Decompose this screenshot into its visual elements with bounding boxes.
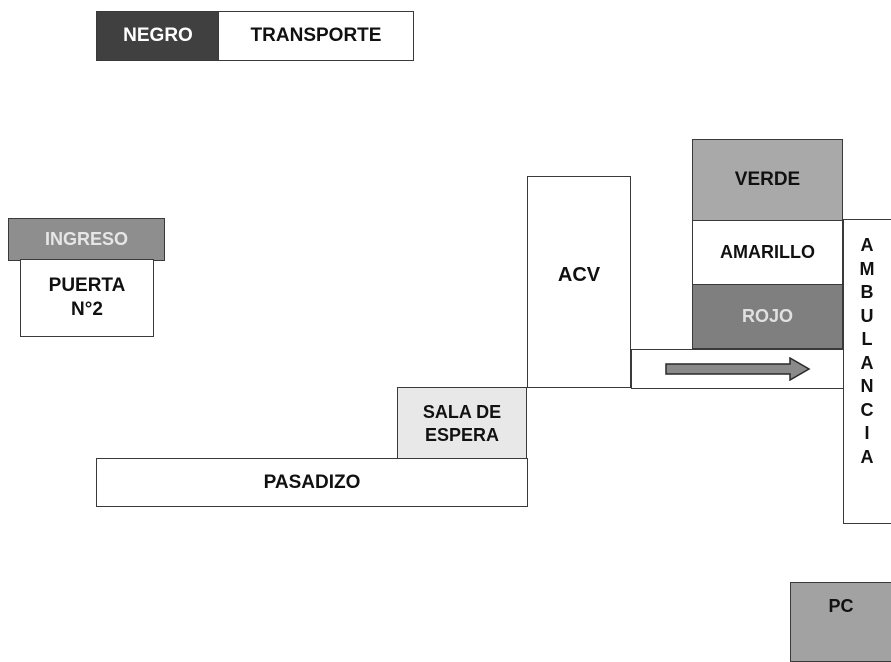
pasadizo-label: PASADIZO — [263, 471, 361, 493]
acv-area: ACV — [527, 176, 631, 388]
puerta-area: PUERTA N°2 — [20, 259, 154, 337]
amarillo-label: AMARILLO — [720, 242, 815, 263]
verde-area: VERDE — [692, 139, 843, 221]
acv-label: ACV — [557, 264, 601, 286]
legend-negro: NEGRO — [96, 11, 220, 61]
pc-area: PC — [790, 582, 891, 662]
ambulancia-letter: A — [860, 235, 874, 255]
ambulancia-area: A M B U L A N C I A — [843, 219, 891, 524]
ambulancia-letter: B — [860, 282, 874, 302]
ambulancia-letter: M — [859, 258, 875, 279]
ingreso-label: INGRESO — [44, 229, 128, 250]
right-arrow-icon — [665, 357, 811, 381]
rojo-label: ROJO — [741, 306, 793, 327]
pasadizo-area: PASADIZO — [96, 458, 528, 507]
ambulancia-letter: A — [860, 352, 874, 373]
legend-transporte-label: TRANSPORTE — [250, 25, 382, 47]
pc-label: PC — [828, 596, 854, 616]
ambulancia-letter: N — [860, 376, 874, 396]
sala-label-line2: ESPERA — [424, 424, 500, 445]
verde-label: VERDE — [734, 169, 801, 191]
ambulancia-letter: U — [860, 305, 874, 326]
ambulancia-letter: L — [861, 329, 873, 349]
amarillo-area: AMARILLO — [692, 220, 843, 285]
ambulancia-letter: C — [860, 399, 874, 420]
legend-negro-label: NEGRO — [123, 25, 193, 47]
ambulancia-letter: I — [864, 423, 870, 443]
rojo-area: ROJO — [692, 284, 843, 349]
sala-de-espera-area: SALA DE ESPERA — [397, 387, 527, 460]
ingreso-area: INGRESO — [8, 218, 165, 261]
sala-label-line1: SALA DE — [422, 402, 502, 422]
ambulancia-letter: A — [860, 446, 874, 467]
puerta-label-line1: PUERTA — [48, 275, 126, 297]
puerta-label-line2: N°2 — [71, 299, 103, 320]
legend-transporte: TRANSPORTE — [218, 11, 414, 61]
